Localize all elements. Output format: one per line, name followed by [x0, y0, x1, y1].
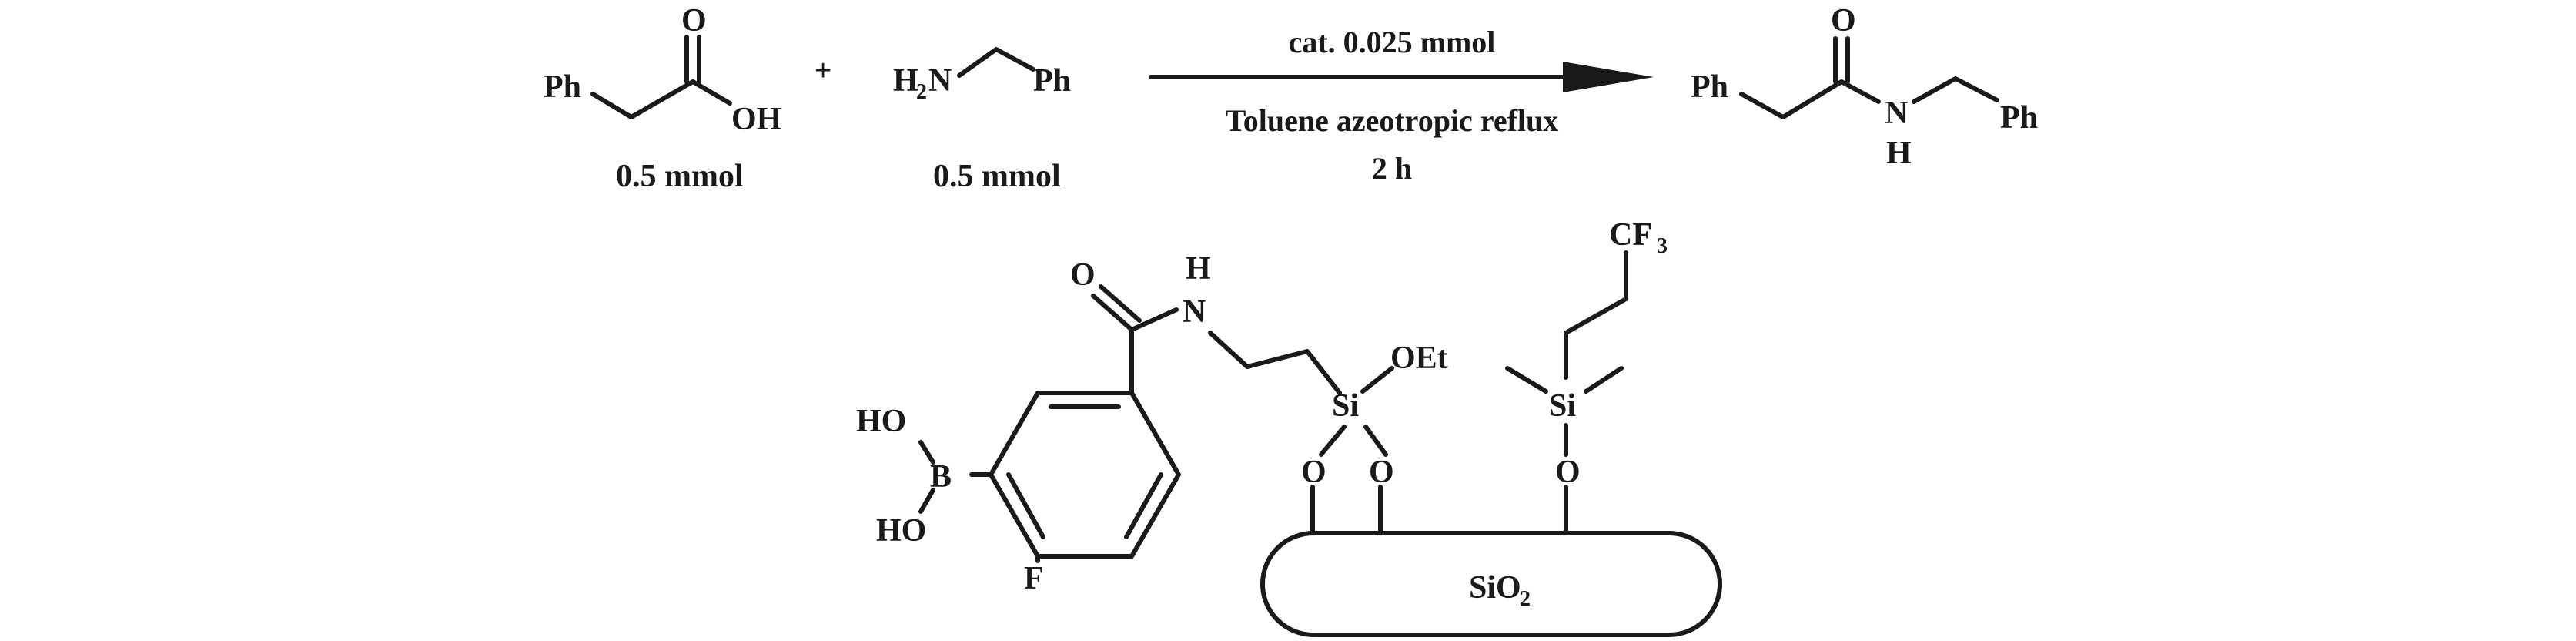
amine-h-subscript: 2 — [916, 80, 927, 104]
si2-o-label: O — [1555, 455, 1581, 490]
amide-o-label: O — [1070, 257, 1096, 293]
amine-n-label: N — [928, 63, 952, 99]
amine-h-label: H — [893, 63, 918, 99]
si2-label: Si — [1549, 388, 1576, 424]
product-n-label: N — [1885, 96, 1908, 131]
phenylacetic-acid: Ph O OH 0.5 mmol — [544, 3, 781, 194]
amine-ph-label: Ph — [1033, 63, 1071, 99]
condition-time: 2 h — [1372, 151, 1412, 186]
silica-support — [1260, 531, 1722, 637]
amine-amount: 0.5 mmol — [933, 159, 1061, 194]
support-si-label: SiO — [1469, 570, 1521, 606]
amide-carbonyl-bond-2 — [1099, 284, 1142, 323]
plus-sign: + — [815, 55, 831, 87]
condition-solvent: Toluene azeotropic reflux — [1226, 103, 1559, 138]
si1-o-left-bond — [1319, 425, 1347, 457]
product-ph-left: Ph — [1691, 69, 1728, 105]
cf3-subscript: 3 — [1657, 234, 1668, 258]
amine-bonds — [957, 47, 1035, 78]
amide-product: Ph O N H Ph — [1691, 3, 2038, 171]
boron-ho-top-label: HO — [856, 404, 906, 439]
catalyst-structure: O H N Si OEt O O B HO HO F CF 3 Si O — [856, 217, 1722, 637]
si1-oet-label: OEt — [1390, 341, 1448, 376]
si1-oet-bond — [1360, 366, 1394, 394]
trifluoropropyl-chain — [1564, 250, 1628, 380]
ethyl-linker — [1208, 331, 1342, 395]
amide-n-label: N — [1183, 294, 1206, 330]
benzylamine: H 2 N Ph 0.5 mmol — [893, 47, 1071, 194]
product-bonds-right — [1912, 76, 1999, 104]
fluorine-label: F — [1024, 561, 1044, 596]
si2-methyl-left — [1505, 366, 1548, 394]
si1-label: Si — [1332, 388, 1359, 424]
acid-bonds — [590, 79, 732, 119]
acid-amount: 0.5 mmol — [616, 159, 744, 194]
boron-ho-bottom-label: HO — [876, 513, 926, 549]
product-o-label: O — [1831, 3, 1856, 39]
amide-carbonyl-bond-1 — [1091, 294, 1134, 332]
acid-ph-label: Ph — [544, 69, 581, 105]
support-subscript: 2 — [1520, 587, 1531, 611]
product-ph-right: Ph — [2000, 100, 2038, 136]
product-bonds-left — [1739, 79, 1881, 119]
si1-o-right-label: O — [1369, 455, 1394, 490]
si1-o-right-bond — [1363, 425, 1388, 457]
benzene-ring — [989, 391, 1181, 559]
carbonyl-to-n-bond — [1129, 307, 1179, 332]
reaction-arrow — [1149, 62, 1654, 92]
product-h-label: H — [1886, 136, 1912, 171]
acid-oh-label: OH — [731, 102, 781, 137]
condition-catalyst: cat. 0.025 mmol — [1289, 25, 1496, 59]
si1-o-left-label: O — [1301, 455, 1326, 490]
amide-h-label: H — [1186, 251, 1211, 287]
acid-o-label: O — [681, 3, 707, 39]
cf3-label: CF — [1609, 217, 1652, 253]
si2-methyl-right — [1584, 366, 1624, 394]
